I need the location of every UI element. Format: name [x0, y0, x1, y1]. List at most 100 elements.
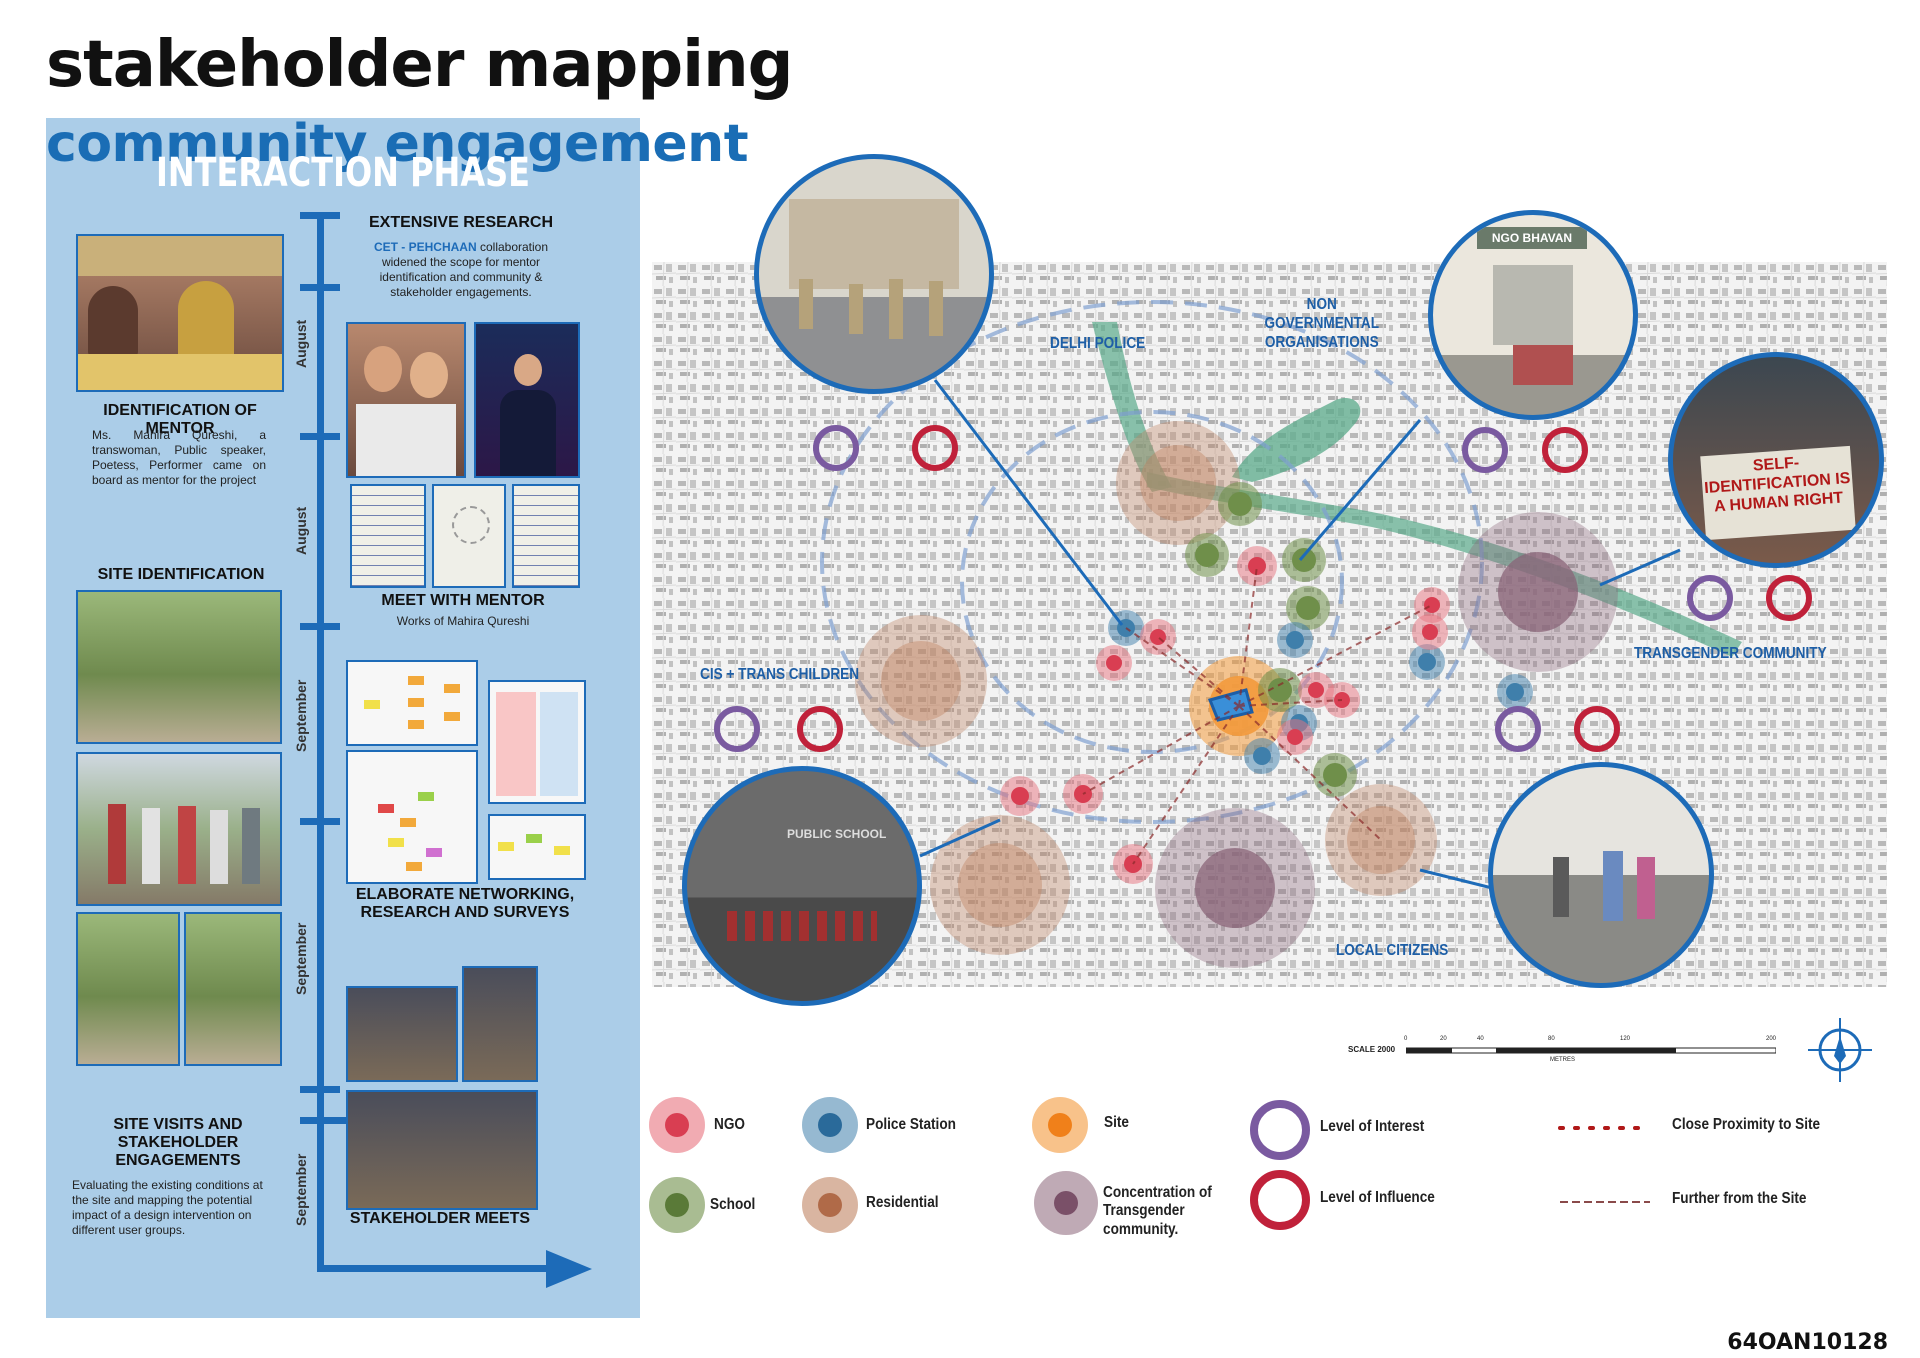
ngo-marker: [1414, 587, 1450, 623]
ngo-bhavan-photo: NGO BHAVAN: [1428, 210, 1638, 420]
legend-ngo-label: NGO: [714, 1116, 745, 1133]
influence-ring: [1766, 575, 1812, 621]
scale-tick: 120: [1620, 1036, 1631, 1042]
residential-zone: [855, 615, 987, 747]
site-visit-group-photo: [76, 752, 282, 906]
timeline-tick: [300, 1117, 350, 1124]
mentor-stage-photo: [474, 322, 580, 478]
legend-concentration-label: Concentration of Transgender community.: [1103, 1184, 1212, 1238]
mentor-poem-page-2: [512, 484, 580, 588]
legend-residential-symbol: [802, 1177, 858, 1233]
public-school-sign: PUBLIC SCHOOL: [787, 827, 887, 841]
network-diagram-3: [488, 814, 586, 880]
stakeholder-meet-photo-1: [346, 986, 458, 1082]
timeline-vertical-line: [317, 212, 324, 1272]
legend-close-proximity-label: Close Proximity to Site: [1672, 1116, 1821, 1133]
ngo-marker: [1412, 614, 1448, 650]
stakeholder-meets-heading: STAKEHOLDER MEETS: [349, 1210, 531, 1227]
scale-unit: METRES: [1550, 1057, 1576, 1063]
timeline-arrow-icon: [546, 1250, 592, 1288]
site-visits-heading: SITE VISITS AND STAKEHOLDER ENGAGEMENTS: [113, 1116, 243, 1169]
legend-school-symbol: [649, 1177, 705, 1233]
scale-tick: 200: [1766, 1036, 1777, 1042]
scale-tick: 20: [1440, 1036, 1447, 1042]
interest-ring: [1495, 706, 1541, 752]
callout-connectors: [919, 379, 1681, 892]
interest-ring: [813, 425, 859, 471]
legend-influence-symbol: [1250, 1170, 1310, 1230]
interest-ring: [1687, 575, 1733, 621]
school-marker: [1282, 538, 1326, 582]
timeline-tick: [300, 284, 340, 291]
network-diagram-2: [346, 750, 478, 884]
police-station-marker: [1409, 644, 1445, 680]
survey-notes-card: [488, 680, 586, 804]
delhi-police-photo: [754, 154, 994, 394]
cis-trans-children-label: CIS + TRANS CHILDREN: [700, 666, 860, 683]
mentor-portrait-photo: [346, 322, 466, 478]
interaction-phase-heading: INTERACTION PHASE: [155, 150, 531, 196]
scale-tick: 0: [1404, 1036, 1408, 1042]
site-visit-path-photo-1: [76, 912, 180, 1066]
timeline-tick: [300, 1086, 340, 1093]
influence-ring: [912, 425, 958, 471]
extensive-research-heading: EXTENSIVE RESEARCH: [368, 214, 554, 231]
delhi-police-label: DELHI POLICE: [1050, 335, 1146, 352]
ngo-marker: [1096, 645, 1132, 681]
residential-zone: [1325, 784, 1437, 896]
ngo-marker: [1277, 719, 1313, 755]
timeline-tick: [300, 212, 340, 219]
timeline-tick: [300, 623, 340, 630]
mentor-poem-page-1: [350, 484, 426, 588]
school-marker: [1218, 482, 1262, 526]
scale-tick: 80: [1548, 1036, 1555, 1042]
transgender-protest-photo: SELF-IDENTIFICATION IS A HUMAN RIGHT: [1668, 352, 1884, 568]
extensive-research-text: CET - PEHCHAAN collaboration widened the…: [373, 240, 549, 299]
north-compass-icon: [1808, 1018, 1872, 1082]
networking-heading: ELABORATE NETWORKING, RESEARCH AND SURVE…: [355, 886, 575, 921]
local-citizens-photo: [1488, 762, 1714, 988]
interest-ring: [1462, 427, 1508, 473]
legend-interest-symbol: [1250, 1100, 1310, 1160]
site-visits-text: Evaluating the existing conditions at th…: [72, 1178, 263, 1237]
meet-with-mentor-heading: MEET WITH MENTOR: [381, 592, 545, 609]
timeline-tick: [300, 818, 340, 825]
community-engagement-title: community engagement: [46, 114, 749, 174]
sheet-code: 64OAN10128: [1727, 1330, 1888, 1355]
influence-ring: [1574, 706, 1620, 752]
ngo-marker: [1000, 776, 1040, 816]
residential-zone: [1116, 421, 1240, 545]
police-station-marker: [1244, 738, 1280, 774]
scale-label: SCALE 2000: [1348, 1045, 1396, 1054]
interest-ring: [714, 706, 760, 752]
transgender-community-label: TRANSGENDER COMMUNITY: [1634, 645, 1827, 662]
legend-school-label: School: [710, 1196, 756, 1213]
legend-residential-label: Residential: [866, 1194, 939, 1211]
ngo-bhavan-sign: NGO BHAVAN: [1477, 227, 1587, 249]
mentor-description: Ms. Mahira Qureshi, a transwoman, Public…: [92, 428, 266, 487]
timeline-tick: [300, 433, 340, 440]
police-station-marker: [1277, 622, 1313, 658]
identification-of-mentor-heading: IDENTIFICATION OF MENTOR: [103, 402, 257, 437]
school-marker: [1286, 586, 1330, 630]
legend-site-label: Site: [1104, 1114, 1129, 1131]
residential-zone: [930, 815, 1070, 955]
ngo-label: NON GOVERNMENTAL ORGANISATIONS: [1264, 296, 1380, 352]
scale-bar: [1406, 1047, 1776, 1054]
police-station-marker: [1497, 674, 1533, 710]
legend-influence-label: Level of Influence: [1320, 1189, 1435, 1206]
site-identification-heading: SITE IDENTIFICATION: [97, 566, 265, 583]
mentor-office-photo: [76, 234, 284, 392]
influence-ring: [797, 706, 843, 752]
transgender-concentration-zone: [1458, 512, 1618, 672]
legend-ngo-symbol: [649, 1097, 705, 1153]
legend-police-symbol: [802, 1097, 858, 1153]
legend-concentration-symbol: [1034, 1171, 1098, 1235]
stakeholder-meet-photo-3: [346, 1090, 538, 1210]
legend-site-symbol: [1032, 1097, 1088, 1153]
mentor-sketch-page: [432, 484, 506, 588]
site-identification-photo: [76, 590, 282, 744]
network-diagram-1: [346, 660, 478, 746]
